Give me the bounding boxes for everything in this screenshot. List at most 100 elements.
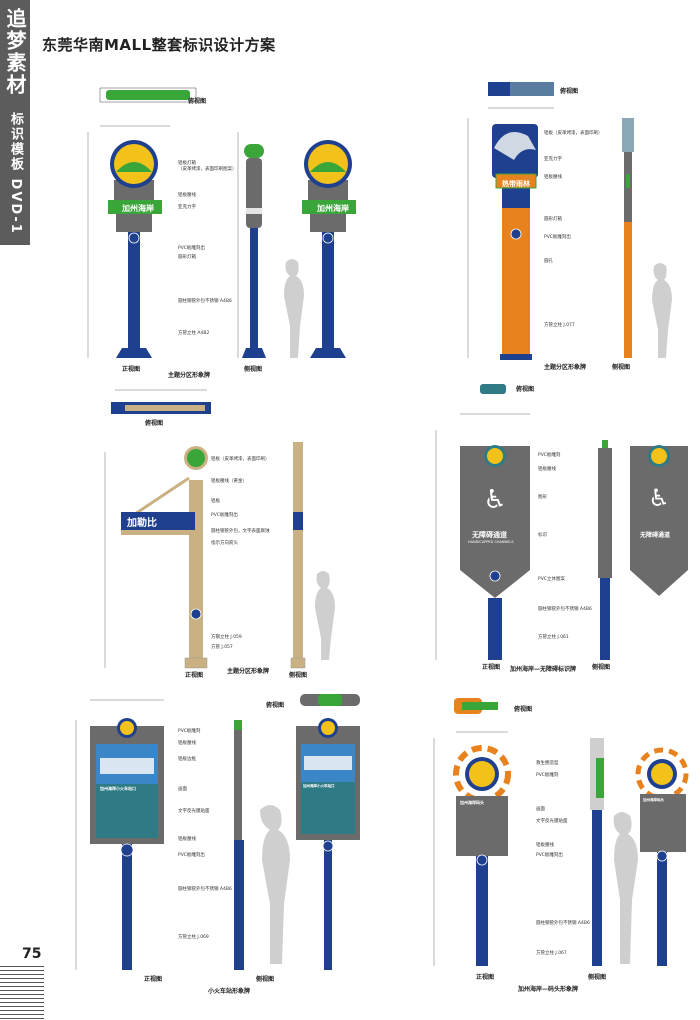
caption-top-view: 俯视图 [266,702,285,709]
callout-label: PVC板雕刻出 [544,235,571,240]
panel-6-drawing [433,698,689,966]
front-round-lightbox [510,228,522,240]
callout-label: 铝板腰线 [538,467,556,472]
person-silhouette [284,259,304,358]
callout-label: 圆形灯箱 [178,255,196,260]
panel-5-drawing [75,694,360,970]
callout-label: 方管立柱 J.077 [544,323,575,328]
callout-label: 铝板腰线 [544,175,562,180]
callout-label: 标识 [538,533,547,538]
caption-side-view: 侧视图 [244,366,263,373]
front-round-lightbox [476,854,488,866]
side-sign-top [244,144,264,158]
callout-label: 铝板 [211,499,220,504]
callout-label: 救生圈造型 [536,761,559,766]
side-post [592,810,602,966]
caption-top-view: 俯视图 [514,706,533,713]
caption-main: 主题分区形象牌 [544,364,587,371]
callout-label: 圆柱钢管外包不锈钢 A4B6 [178,887,232,892]
front-post [476,856,488,966]
front-logo-palm [116,162,152,172]
callout-label: 图形 [538,495,547,500]
sign-text: 无障碍通道 [472,531,507,539]
sidebar-title: 追梦素材 [3,8,27,96]
sidebar-subtitle: 标识模板 DVD-1 [8,112,23,235]
callout-label: 圆孔 [544,259,553,264]
callout-label: 铝板腰线（黄金） [211,479,247,484]
callout-label: （皮革烤漆，表面印刷图案） [178,167,237,172]
callout-label: 铝板腰线 [178,741,196,746]
callout-label: 方管立柱 J.061 [538,635,569,640]
caption-top-view: 俯视图 [145,420,164,427]
callout-label: PVC板雕刻 [538,453,561,458]
callout-label: 铝板灯箱 [178,161,196,166]
side-post-base [242,348,266,358]
panel-jiazhou-haian: 加州海岸 加州海岸 铝板灯箱 （皮革烤漆，表面印刷图案） 铝板腰线 亚克力字 P… [60,80,390,380]
copy-board [640,794,686,852]
caption-main: 主题分区形象牌 [168,372,211,379]
copy-logo-sun [321,721,335,735]
page-number-stripes [0,966,44,1020]
panel-2-drawing [467,82,672,360]
copy-train [304,756,352,770]
front-orange-post [502,198,530,358]
callout-label: 方钢立柱 J.059 [211,635,242,640]
front-tan-post [189,480,203,658]
side-cap [234,720,242,730]
person-silhouette [652,263,672,358]
callout-label: 画面 [536,807,545,812]
front-gray-board [460,446,530,598]
person-silhouette [260,805,290,964]
callout-label: 方管 J.057 [211,645,233,650]
panel-xiaohuoche: 加州海岸小火车站口 加州海岸小火车站口 PVC板雕刻 铝板腰线 铝板边框 画面 … [60,690,370,1000]
front-arm [134,476,190,516]
side-board [598,448,612,578]
panel-4-drawing: ♿ ♿ [435,384,688,660]
callout-label: PVC板雕刻出 [178,246,205,251]
side-sign-body [246,158,262,228]
sign-text: 加州海岸码头 [460,800,484,805]
top-view-blue [488,82,510,96]
sign-text: 加州海岸 [122,204,154,213]
panel-wuzhangai: ♿ ♿ 无障碍通道 HANDICAPPED CHANNELS 无障碍通道 PVC… [420,380,695,680]
caption-side-view: 侧视图 [612,364,631,371]
page-number: 75 [22,946,42,962]
caption-side-view: 侧视图 [588,974,607,981]
side-top [622,118,634,152]
front-round-lightbox [489,570,501,582]
caption-front-view: 正视图 [144,976,163,983]
callout-label: 亚克力字 [178,205,196,210]
callout-label: PVC板雕刻出 [211,513,238,518]
callout-label: PVC板雕刻出 [536,853,563,858]
top-view-green [462,702,498,710]
copy-round-lightbox [322,840,334,852]
caption-side-view: 侧视图 [289,672,308,679]
callout-label: PVC立体图案 [538,577,565,582]
callout-label: 铝板腰线 [178,837,196,842]
side-band [596,758,604,798]
front-round-lightbox [128,232,140,244]
front-text-panel [96,784,158,838]
side-post-base [290,657,306,669]
person-silhouette [613,812,638,964]
caption-top-view: 俯视图 [560,88,579,95]
top-view-plate [480,384,506,394]
copy-post [322,230,334,348]
copy-post-base [310,348,346,358]
callout-label: 画面 [178,787,187,792]
front-post-base [500,354,532,360]
wheelchair-icon: ♿ [483,485,506,515]
document-title: 东莞华南MALL整套标识设计方案 [42,36,276,54]
callout-label: 铝板腰线 [178,193,196,198]
front-train [100,758,154,774]
front-post-base [184,657,208,669]
side-band [626,174,630,188]
front-round-lightbox [190,608,202,620]
caption-title: 小火车站形象牌 [208,988,251,995]
front-board [456,796,508,856]
panel-redai-yulin: 热带雨林 铝板（皮革烤漆，表面印刷） 亚克力字 铝板腰线 圆形灯箱 PVC板雕刻… [440,78,695,378]
copy-logo-sun [651,448,667,464]
sign-text-copy: 无障碍通道 [640,532,671,539]
copy-logo-palm [310,162,346,172]
callout-label: PVC板雕刻 [178,729,201,734]
